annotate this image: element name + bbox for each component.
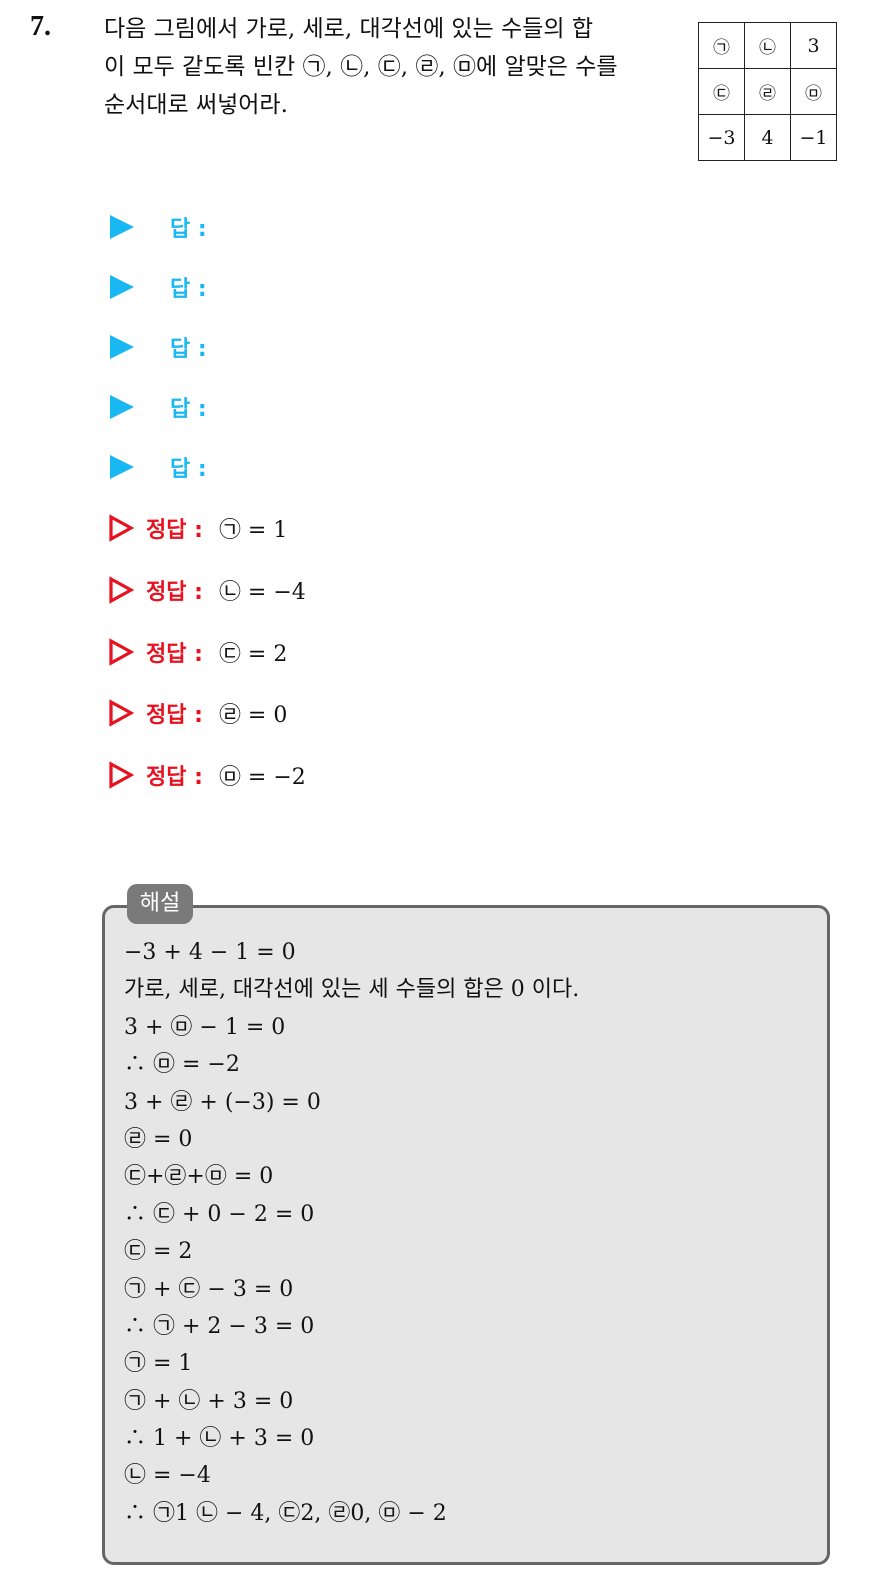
question-line: 순서대로 써넣어라. xyxy=(104,92,288,118)
correct-answer-label: 정답 : xyxy=(146,580,203,605)
grid-cell: −1 xyxy=(790,114,837,161)
grid-cell: −3 xyxy=(698,114,745,161)
solution-box xyxy=(102,905,830,1565)
grid-cell: ㉠ xyxy=(698,22,745,69)
grid-row: ㉠ ㉡ 3 xyxy=(698,22,837,69)
correct-answer-row: 정답 : ㉤ = −2 xyxy=(108,755,306,795)
solution-line: ㉡ = −4 xyxy=(124,1463,211,1489)
solution-line: 가로, 세로, 대각선에 있는 세 수들의 합은 0 이다. xyxy=(124,977,580,1003)
answer-label: 답 : xyxy=(170,277,207,302)
triangle-right-filled-icon xyxy=(110,275,134,299)
answer-prompt-row[interactable]: 답 : xyxy=(108,327,207,367)
solution-lines: −3 + 4 − 1 = 0 가로, 세로, 대각선에 있는 세 수들의 합은 … xyxy=(124,934,814,1532)
question-text: 다음 그림에서 가로, 세로, 대각선에 있는 수들의 합 이 모두 같도록 빈… xyxy=(104,10,674,124)
solution-line: 3 + ㉤ − 1 = 0 xyxy=(124,1014,286,1040)
answer-label: 답 : xyxy=(170,217,207,242)
answer-label: 답 : xyxy=(170,457,207,482)
question-line: 다음 그림에서 가로, 세로, 대각선에 있는 수들의 합 xyxy=(104,16,593,42)
triangle-right-filled-icon xyxy=(110,455,134,479)
correct-answer-row: 정답 : ㉠ = 1 xyxy=(108,508,287,548)
grid-row: −3 4 −1 xyxy=(698,114,837,161)
correct-answer-value: ㉤ = −2 xyxy=(218,765,306,790)
solution-line: ㉢ = 2 xyxy=(124,1239,193,1265)
solution-line: ㉠ = 1 xyxy=(124,1351,193,1377)
grid-cell: 4 xyxy=(744,114,791,161)
solution-line: ㉣ = 0 xyxy=(124,1126,193,1152)
grid-row: ㉢ ㉣ ㉤ xyxy=(698,68,837,115)
correct-answer-row: 정답 : ㉡ = −4 xyxy=(108,570,306,610)
triangle-right-filled-icon xyxy=(110,215,134,239)
grid-cell: ㉣ xyxy=(744,68,791,115)
solution-line: ㉢+㉣+㉤ = 0 xyxy=(124,1164,274,1190)
magic-square-grid: ㉠ ㉡ 3 ㉢ ㉣ ㉤ −3 4 −1 xyxy=(698,22,837,161)
triangle-right-outline-icon xyxy=(108,699,134,727)
triangle-right-outline-icon xyxy=(108,514,134,542)
correct-answer-label: 정답 : xyxy=(146,703,203,728)
triangle-right-filled-icon xyxy=(110,395,134,419)
solution-line: ㉠ + ㉢ − 3 = 0 xyxy=(124,1276,294,1302)
correct-answer-label: 정답 : xyxy=(146,642,203,667)
triangle-right-outline-icon xyxy=(108,638,134,666)
solution-line: ∴ ㉢ + 0 − 2 = 0 xyxy=(124,1201,315,1227)
solution-line: ∴ ㉠1 ㉡ − 4, ㉢2, ㉣0, ㉤ − 2 xyxy=(124,1500,447,1526)
grid-cell: 3 xyxy=(790,22,837,69)
solution-line: ∴ ㉠ + 2 − 3 = 0 xyxy=(124,1313,315,1339)
correct-answer-label: 정답 : xyxy=(146,518,203,543)
correct-answer-value: ㉠ = 1 xyxy=(218,518,288,543)
solution-line: 3 + ㉣ + (−3) = 0 xyxy=(124,1089,321,1115)
question-number: 7. xyxy=(30,11,51,42)
answer-prompt-row[interactable]: 답 : xyxy=(108,207,207,247)
solution-line: ㉠ + ㉡ + 3 = 0 xyxy=(124,1388,294,1414)
correct-answer-label: 정답 : xyxy=(146,765,203,790)
correct-answer-row: 정답 : ㉢ = 2 xyxy=(108,632,287,672)
answer-prompt-row[interactable]: 답 : xyxy=(108,387,207,427)
answer-label: 답 : xyxy=(170,337,207,362)
grid-cell: ㉤ xyxy=(790,68,837,115)
correct-answer-value: ㉡ = −4 xyxy=(218,580,306,605)
correct-answer-value: ㉢ = 2 xyxy=(218,642,288,667)
triangle-right-filled-icon xyxy=(110,335,134,359)
question-line: 이 모두 같도록 빈칸 ㉠, ㉡, ㉢, ㉣, ㉤에 알맞은 수를 xyxy=(104,54,618,80)
solution-line: ∴ ㉤ = −2 xyxy=(124,1052,240,1078)
solution-line: −3 + 4 − 1 = 0 xyxy=(124,940,296,965)
solution-title-tab: 해설 xyxy=(127,884,193,924)
triangle-right-outline-icon xyxy=(108,576,134,604)
grid-cell: ㉢ xyxy=(698,68,745,115)
answer-label: 답 : xyxy=(170,397,207,422)
answer-prompt-row[interactable]: 답 : xyxy=(108,267,207,307)
answer-prompt-row[interactable]: 답 : xyxy=(108,447,207,487)
correct-answer-row: 정답 : ㉣ = 0 xyxy=(108,693,287,733)
triangle-right-outline-icon xyxy=(108,761,134,789)
correct-answer-value: ㉣ = 0 xyxy=(218,703,288,728)
grid-cell: ㉡ xyxy=(744,22,791,69)
solution-line: ∴ 1 + ㉡ + 3 = 0 xyxy=(124,1426,315,1452)
